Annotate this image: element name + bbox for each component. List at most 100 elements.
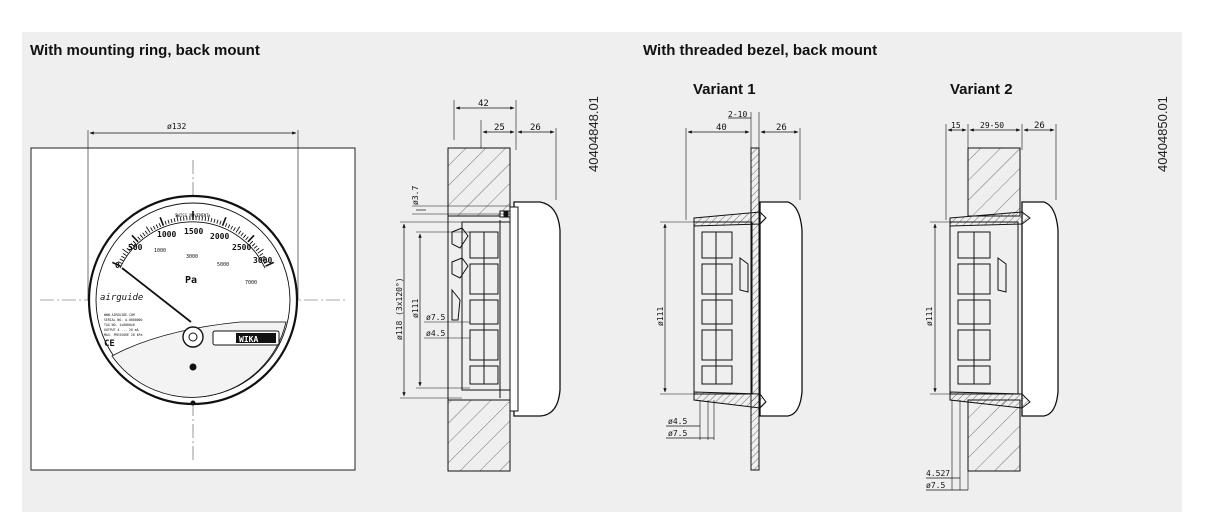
scale-tick xyxy=(170,218,173,223)
scale-tick xyxy=(159,216,165,226)
dim-26-v2: 26 xyxy=(1034,121,1045,131)
dim-118: ø118 (3x120°) xyxy=(395,277,404,340)
scale-tick xyxy=(137,236,141,241)
variant-1-section xyxy=(660,112,803,471)
dim-4-527: 4.527 xyxy=(926,469,950,478)
tiny-text-2: TAG NO. 1x0000x0 xyxy=(104,323,135,327)
gauge-text: ø132 SWISS MOVEMENT 0 500 1000 1500 2000… xyxy=(100,122,272,349)
scale-tick xyxy=(210,218,213,223)
scale-tick xyxy=(131,234,139,243)
inner-label-1000: 1000 xyxy=(154,248,166,254)
heading-mounting-ring: With mounting ring, back mount xyxy=(30,42,260,59)
scale-tick xyxy=(132,240,137,245)
scale-label-500: 500 xyxy=(128,243,143,252)
scale-tick xyxy=(240,232,244,237)
variant-2-section xyxy=(926,124,1059,491)
scale-tick xyxy=(164,220,167,225)
dim-3-7: ø3.7 xyxy=(411,186,420,205)
variant-1-dim-text: 2-10 40 26 ø111 ø4.5 ø7.5 xyxy=(656,110,787,438)
scale-tick xyxy=(128,245,133,249)
scale-tick xyxy=(265,261,274,267)
tiny-text-3: OUTPUT 4 ... 20 mA xyxy=(104,328,139,332)
dim-7-5-side: ø7.5 xyxy=(426,313,445,322)
scale-tick xyxy=(233,227,236,232)
dim-40: 40 xyxy=(716,123,727,133)
wall-section-v2-bottom xyxy=(967,399,1021,472)
dim-15: 15 xyxy=(951,121,961,130)
scale-tick xyxy=(144,230,148,235)
scale-tick xyxy=(260,255,265,259)
scale-tick xyxy=(224,222,228,228)
scale-tick xyxy=(245,236,249,241)
ce-mark: CE xyxy=(104,339,115,349)
scale-tick xyxy=(121,255,126,259)
gauge-pointer xyxy=(121,267,192,323)
scale-label-0: 0 xyxy=(115,261,120,270)
dim-26-v1: 26 xyxy=(776,123,787,133)
scale-tick xyxy=(204,216,207,221)
scale-tick xyxy=(173,218,176,223)
scale-tick xyxy=(179,216,182,221)
scale-tick xyxy=(255,247,260,252)
front-view xyxy=(30,130,356,471)
scale-tick xyxy=(122,253,127,257)
heading-variant-1: Variant 1 xyxy=(693,81,756,98)
scale-tick xyxy=(259,253,264,257)
scale-tick xyxy=(219,220,222,225)
scale-tick xyxy=(130,243,135,247)
dim-42: 42 xyxy=(478,99,489,109)
dim-29-50: 29-50 xyxy=(980,121,1004,130)
scale-tick xyxy=(242,234,247,239)
thin-panel xyxy=(750,147,760,471)
scale-tick xyxy=(253,245,258,249)
wall-section-bottom xyxy=(447,399,511,472)
scale-tick xyxy=(176,214,179,222)
scale-tick xyxy=(213,218,216,223)
dim-111-v1: ø111 xyxy=(656,307,665,326)
tiny-text-0: WWW.AIRGUIDE.COM xyxy=(104,313,135,317)
scale-tick xyxy=(139,234,144,239)
inner-label-3000: 3000 xyxy=(186,254,198,260)
scale-tick xyxy=(112,261,121,267)
scale-tick xyxy=(167,219,170,224)
scale-tick xyxy=(238,230,242,235)
tiny-text-4: MAX. PRESSURE 20 kPa xyxy=(104,333,142,337)
scale-label-1000: 1000 xyxy=(157,230,176,239)
scale-label-2000: 2000 xyxy=(210,232,229,241)
dim-front-diameter: ø132 xyxy=(167,122,186,131)
dim-7-5-v2: ø7.5 xyxy=(926,481,945,490)
wall-section-top xyxy=(447,147,511,217)
dim-4-5-side: ø4.5 xyxy=(426,329,445,338)
scale-tick xyxy=(221,216,227,226)
scale-tick xyxy=(247,234,255,243)
scale-tick xyxy=(257,248,264,254)
gauge-movement-text: SWISS MOVEMENT xyxy=(175,213,209,218)
scale-tick xyxy=(158,222,162,228)
heading-variant-2: Variant 2 xyxy=(950,81,1013,98)
wall-section-v2-top xyxy=(967,147,1021,217)
gauge-unit: Pa xyxy=(185,275,197,286)
scale-tick xyxy=(152,225,156,230)
scale-label-2500: 2500 xyxy=(232,243,251,252)
scale-tick xyxy=(119,258,124,262)
dim-2-10: 2-10 xyxy=(728,110,747,119)
scale-tick xyxy=(262,258,267,262)
scale-tick xyxy=(145,226,151,233)
scale-label-3000: 3000 xyxy=(253,256,272,265)
scale-tick xyxy=(249,240,254,245)
scale-label-1500: 1500 xyxy=(184,227,203,236)
scale-tick xyxy=(263,261,268,264)
scale-tick xyxy=(126,247,131,252)
dim-26: 26 xyxy=(530,123,541,133)
variant-2-dim-text: 15 29-50 26 ø111 4.527 ø7.5 xyxy=(925,121,1045,490)
scale-tick xyxy=(230,225,234,230)
side-view-dim-text: 42 25 26 ø3.7 ø118 (3x120°) ø111 ø7.5 ø4… xyxy=(395,99,541,340)
scale-tick xyxy=(235,226,241,233)
scale-tick xyxy=(150,227,153,232)
inner-label-5000: 5000 xyxy=(217,262,229,268)
scale-tick xyxy=(122,248,129,254)
scale-tick xyxy=(207,214,210,222)
scale-tick xyxy=(251,243,256,247)
scale-tick xyxy=(155,224,159,229)
